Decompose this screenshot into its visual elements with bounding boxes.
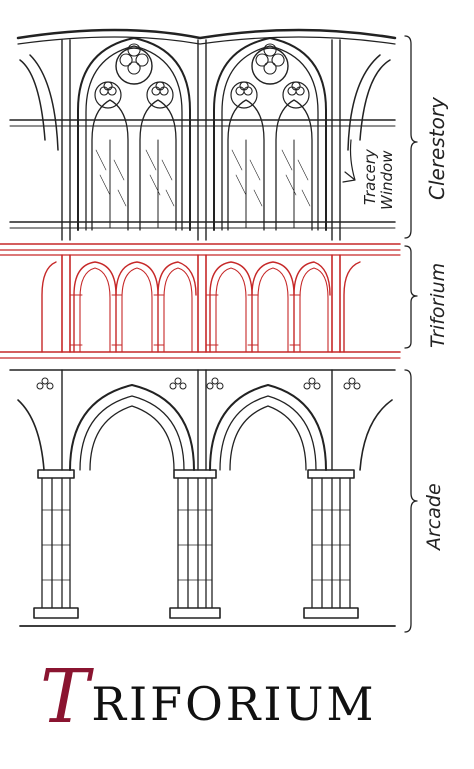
tracery-window-right [213,37,327,231]
clerestory-section [9,28,397,241]
title-initial: T [40,654,90,740]
pier-center [169,469,221,619]
arcade-label: Arcade [423,483,445,552]
tracery-window-label-line2: Window [378,150,396,210]
tracery-window-left [77,37,191,231]
tracery-window-label-line1: Tracery [361,148,379,205]
clerestory-label: Clerestory [425,96,449,200]
title-text: RIFORIUM [91,677,377,731]
triforium-section [0,243,401,359]
pier-right [303,469,359,619]
arcade-section [9,369,396,627]
triforium-label: Triforium [427,263,449,348]
label-brackets [342,35,418,633]
pier-left [33,469,79,619]
title-banner: T RIFORIUM [0,648,474,758]
